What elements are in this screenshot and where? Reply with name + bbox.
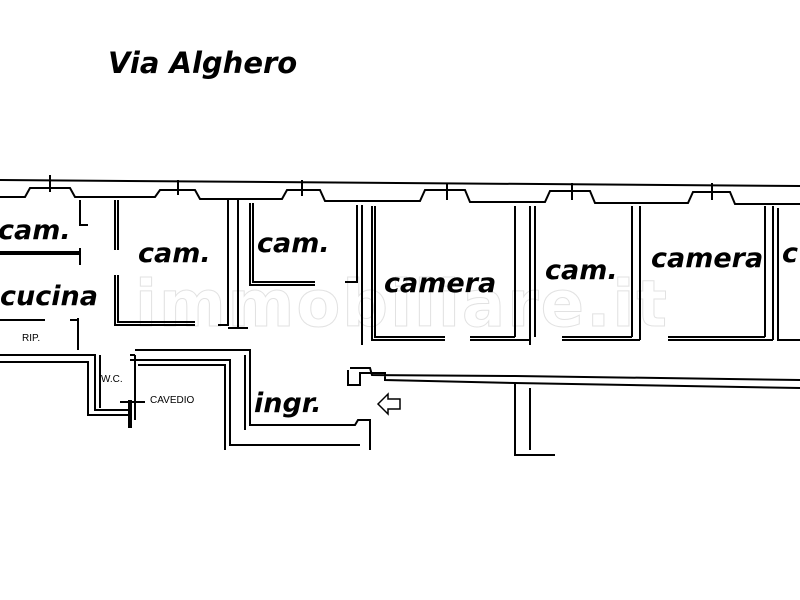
outer-wall-top [0,179,800,187]
wall-cam2 [114,200,195,326]
entrance-arrow-icon [376,392,401,416]
wall-cam4 [534,206,641,341]
wall-wc [99,354,136,420]
room-label-camera: camera [384,268,497,299]
wall-stub [514,383,555,456]
wall-corridor [135,349,371,450]
wall-cam3 [249,203,315,286]
street-label: Via Alghero [108,46,298,80]
room-label-wc: W.C. [101,374,123,385]
room-label-cam: cam. [257,228,330,259]
room-label-cucina: cucina [0,281,98,312]
wall-camera2 [668,206,774,341]
wall-camera1 [371,206,445,341]
wall-lower-left [0,354,130,416]
room-label-partial: c [782,238,799,269]
wall-cavedio [130,359,360,450]
inner-wall-top [0,187,800,205]
room-label-cam: cam. [545,255,618,286]
room-label-cavedio: CAVEDIO [150,395,195,406]
room-label-rip: RIP. [22,333,41,344]
room-label-cam: cam. [0,215,71,246]
room-label-ingresso: ingr. [254,388,322,419]
window-marks [49,175,713,200]
wall-left-vertical [70,200,88,350]
room-label-cam: cam. [138,238,211,269]
room-label-camera: camera [651,243,764,274]
watermark: immobiliare.it [135,268,669,343]
